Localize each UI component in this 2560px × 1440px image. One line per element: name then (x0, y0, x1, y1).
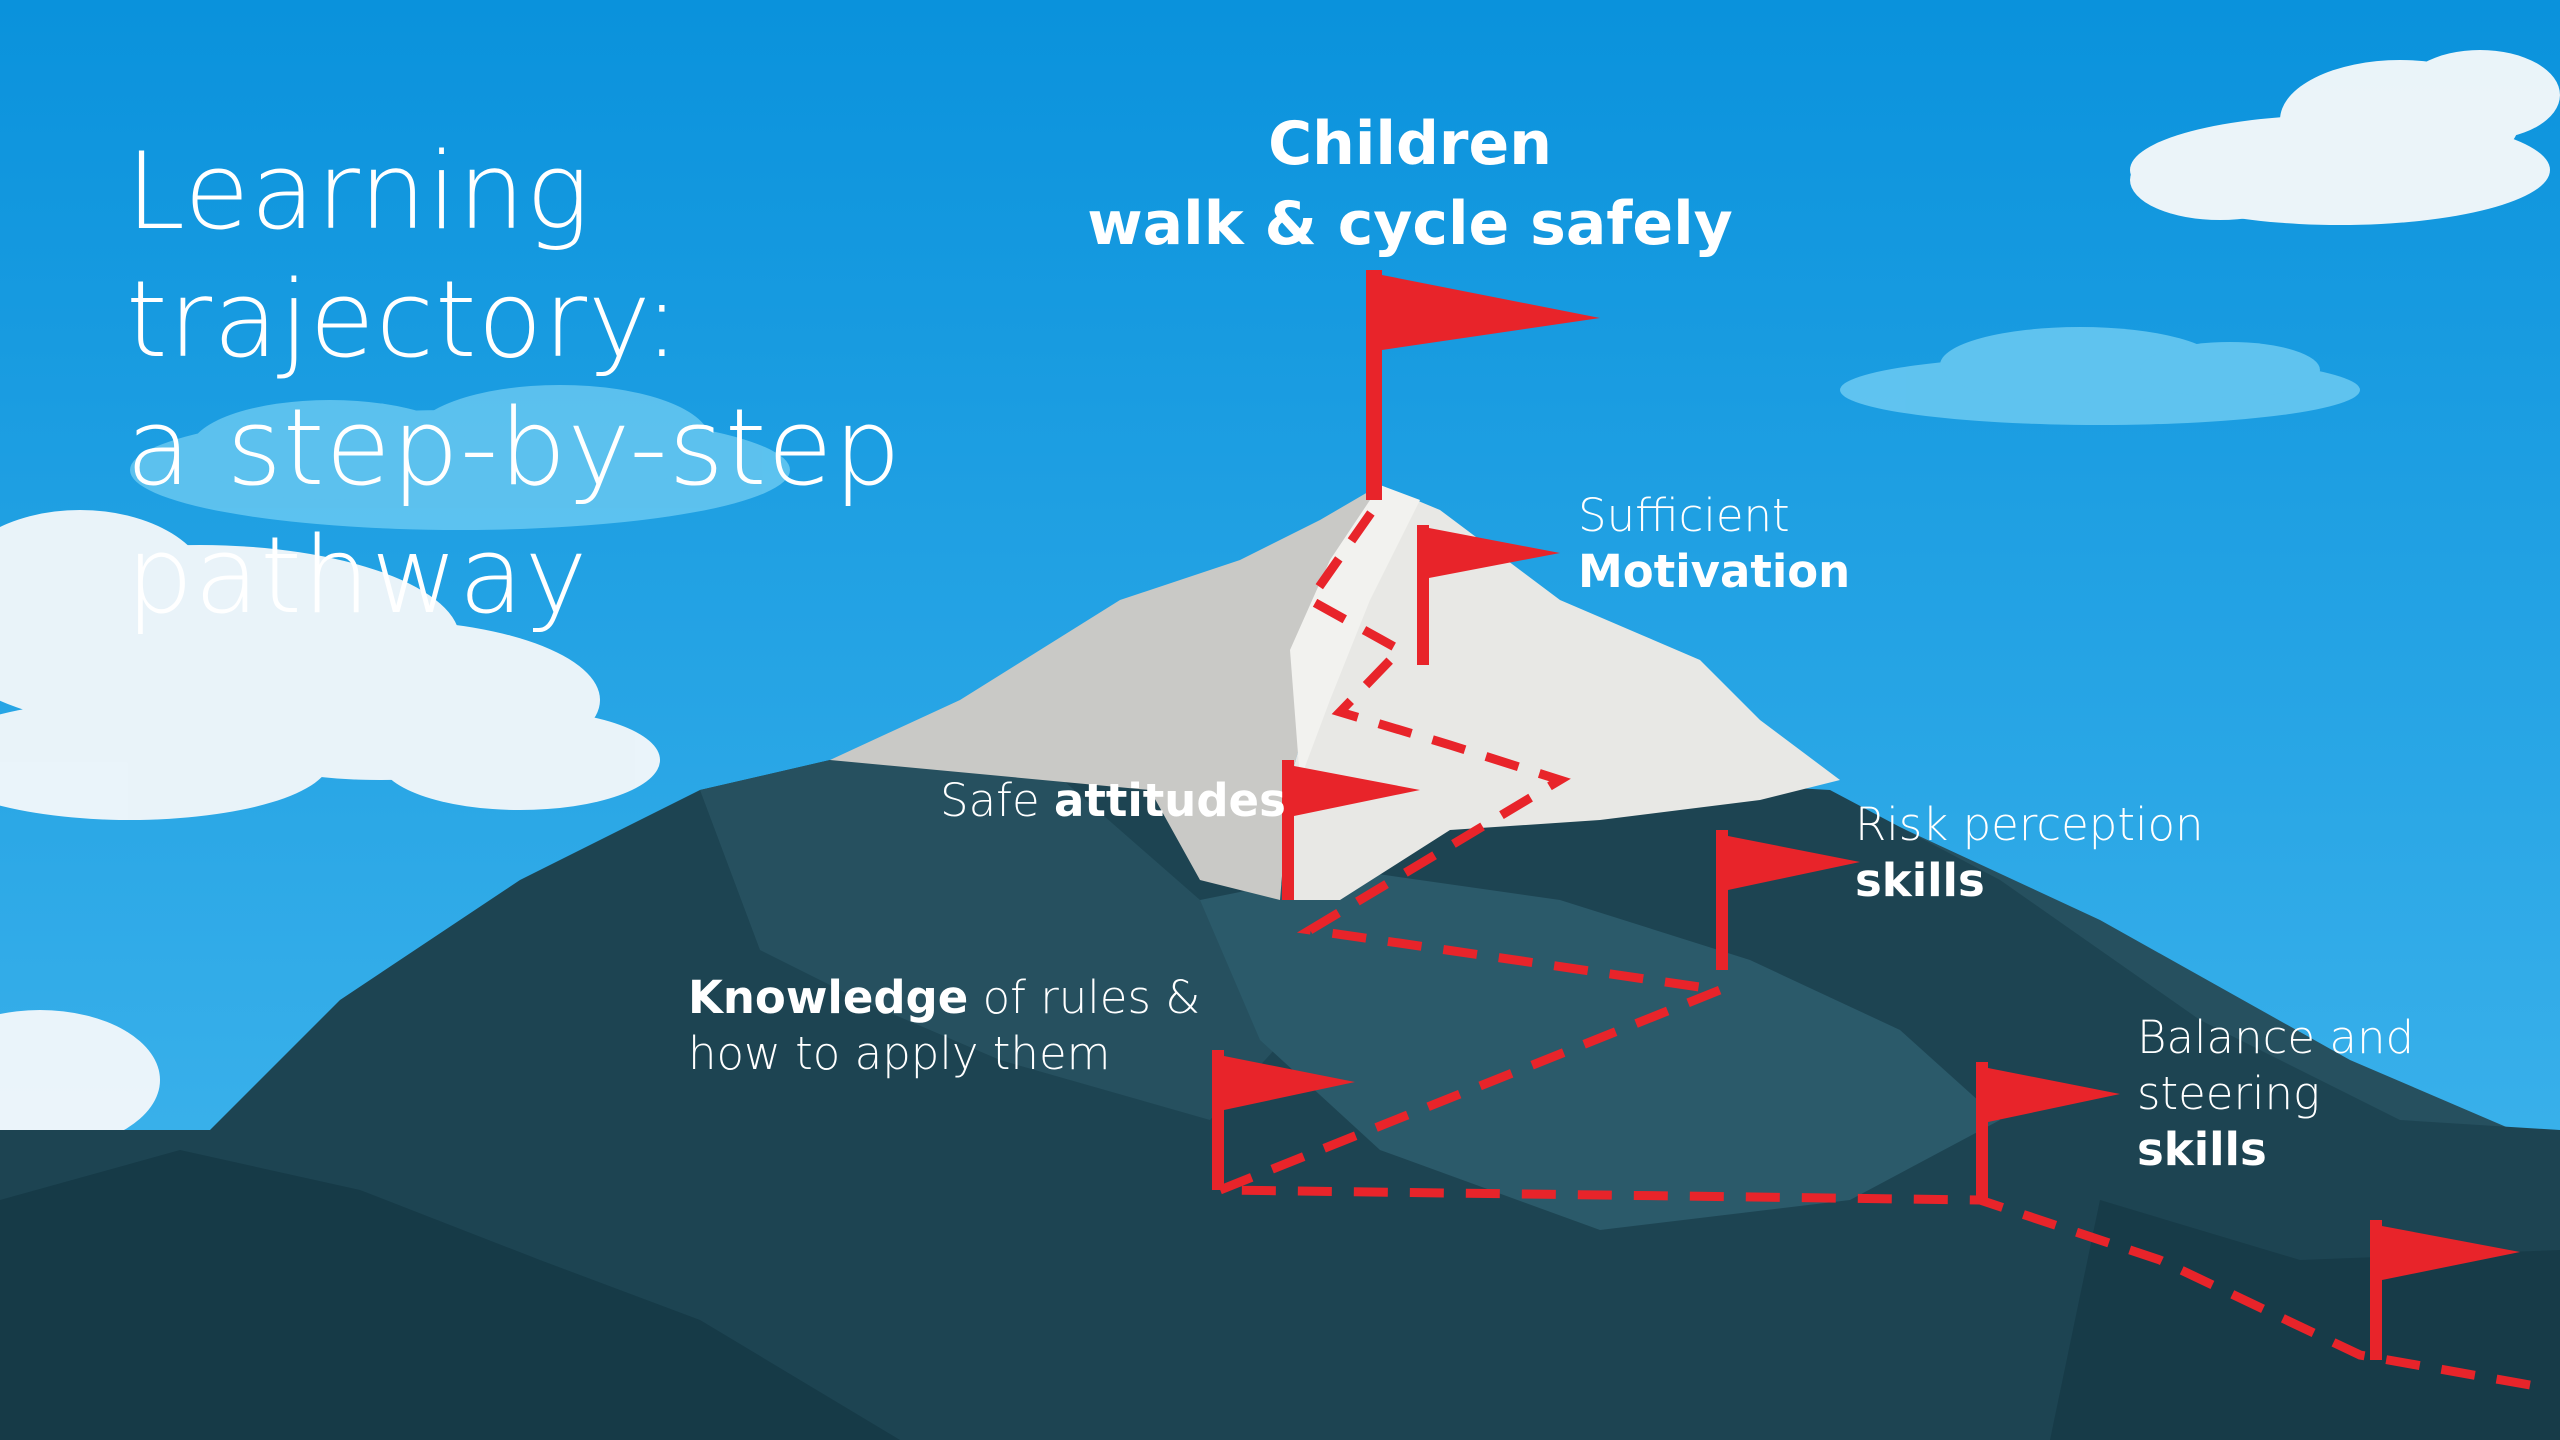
cloud-icon (2130, 50, 2560, 225)
milestone-balance-steering: Balance and steering skills (2137, 1010, 2414, 1178)
flag-icon (1366, 270, 1600, 500)
flag-icon (1212, 1050, 1355, 1190)
flag-icon (2370, 1220, 2520, 1360)
mountain-facet (1200, 870, 2000, 1230)
snow-cap-shade (830, 485, 1380, 900)
attitudes-regular: Safe (940, 774, 1040, 827)
cloud-icon (0, 1010, 160, 1150)
flag-icon (1417, 525, 1560, 665)
milestone-attitudes: Safe attitudes (940, 773, 1286, 829)
balance-line-2: steering (2137, 1067, 2320, 1120)
risk-line-2: skills (1855, 854, 1985, 907)
flag-icon (1282, 760, 1420, 900)
motivation-line-1: Sufficient (1578, 489, 1790, 542)
cloud-icon (1840, 327, 2360, 425)
cloud-icon (130, 385, 790, 530)
title-line: pathway (126, 514, 589, 637)
milestone-risk-perception: Risk perception skills (1855, 797, 2204, 909)
snow-cap-edge (1290, 485, 1420, 780)
motivation-line-2: Motivation (1578, 545, 1851, 598)
slide-title: Learning trajectory: a step-by-step path… (126, 128, 1026, 640)
milestone-knowledge: Knowledge of rules & how to apply them (688, 970, 1200, 1082)
goal-line-1: Children (1268, 109, 1552, 179)
mountain-facet (0, 1150, 900, 1440)
knowledge-line-2: how to apply them (688, 1027, 1111, 1080)
title-line: a step-by-step (126, 386, 902, 509)
flag-icon (1716, 830, 1860, 970)
balance-line-1: Balance and (2137, 1011, 2415, 1064)
cloud-icon (0, 510, 660, 820)
risk-line-1: Risk perception (1855, 798, 2204, 851)
mountain-main (0, 760, 2560, 1440)
summit-goal-label: Children walk & cycle safely (1040, 104, 1780, 264)
balance-line-3: skills (2137, 1123, 2267, 1176)
milestone-motivation: Sufficient Motivation (1578, 488, 1850, 600)
mountain-facet (700, 760, 1320, 1120)
knowledge-regular: of rules & (982, 971, 1201, 1024)
knowledge-bold: Knowledge (688, 971, 969, 1024)
goal-line-2: walk & cycle safely (1087, 189, 1733, 259)
attitudes-bold: attitudes (1053, 774, 1286, 827)
flag-icon (1976, 1062, 2120, 1202)
trail-path (1218, 497, 2531, 1390)
title-line: Learning (126, 130, 591, 253)
title-line: trajectory: (126, 258, 681, 381)
